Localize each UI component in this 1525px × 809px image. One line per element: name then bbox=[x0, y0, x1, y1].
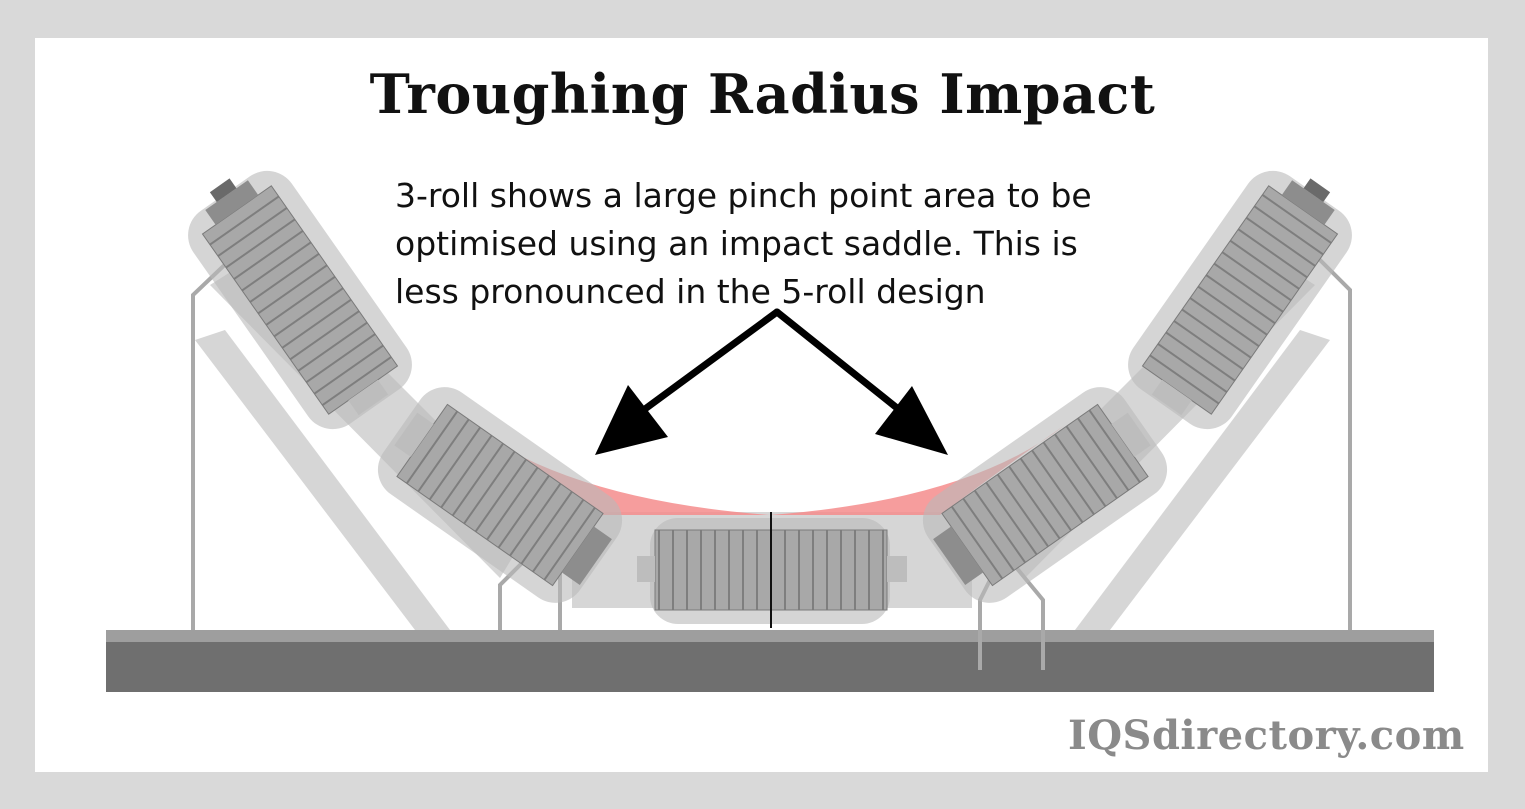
roller-center bbox=[637, 512, 907, 628]
arrow-right-icon bbox=[773, 308, 948, 455]
roller-right-upper bbox=[1128, 170, 1352, 430]
roller-left-lower bbox=[377, 387, 623, 603]
roller-right-lower bbox=[922, 387, 1168, 603]
diagram-caption: 3-roll shows a large pinch point area to… bbox=[395, 172, 1195, 316]
caption-line-2: optimised using an impact saddle. This i… bbox=[395, 224, 1078, 263]
caption-line-3: less pronounced in the 5-roll design bbox=[395, 272, 986, 311]
pinch-point-area-left bbox=[470, 425, 770, 515]
ground-base bbox=[106, 630, 1434, 692]
caption-line-1: 3-roll shows a large pinch point area to… bbox=[395, 176, 1092, 215]
roller-left-upper bbox=[188, 170, 412, 430]
brand-logo: IQSdirectory.com bbox=[1068, 712, 1465, 759]
arrow-left-icon bbox=[595, 308, 781, 455]
page-title: Troughing Radius Impact bbox=[369, 62, 1156, 126]
pinch-point-area-right bbox=[770, 425, 1065, 515]
